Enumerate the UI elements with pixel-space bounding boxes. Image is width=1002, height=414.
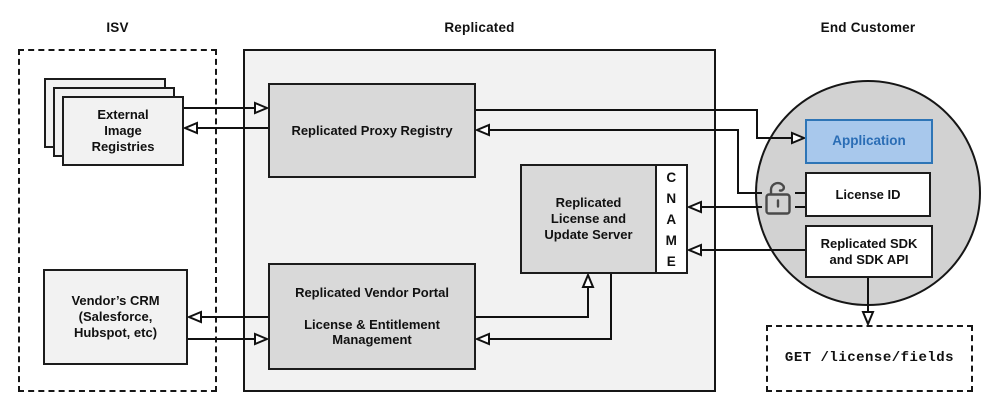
cname-strip: C N A M E [655, 164, 688, 274]
end-customer-section-label: End Customer [820, 19, 916, 35]
replicated-proxy-registry-node: Replicated Proxy Registry [268, 83, 476, 178]
replicated-sdk-node: Replicated SDK and SDK API [805, 225, 933, 278]
license-update-server-node: Replicated License and Update Server [520, 164, 657, 274]
get-license-fields-box: GET /license/fields [766, 325, 973, 392]
license-id-node: License ID [805, 172, 931, 217]
application-node: Application [805, 119, 933, 164]
arrowhead-into-get-box [861, 311, 875, 327]
replicated-section-label: Replicated [444, 19, 515, 35]
vendors-crm-node: Vendor’s CRM (Salesforce, Hubspot, etc) [43, 269, 188, 365]
replicated-vendor-portal-node: Replicated Vendor Portal License & Entit… [268, 263, 476, 370]
isv-section-label: ISV [106, 19, 129, 35]
external-image-registries-node: External Image Registries [62, 96, 184, 166]
